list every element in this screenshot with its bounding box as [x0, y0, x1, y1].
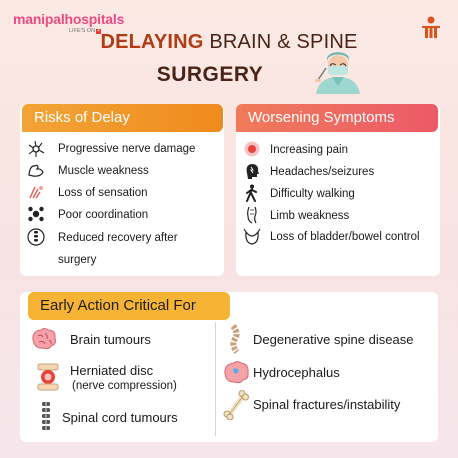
risk-item-muscle-weakness: Muscle weakness — [58, 165, 149, 177]
column-divider — [215, 322, 216, 436]
pain-icon — [244, 141, 260, 157]
worsening-item-increasing-pain: Increasing pain — [270, 144, 348, 156]
risks-card — [20, 104, 224, 276]
surgeon-illustration-icon — [315, 52, 360, 94]
early-item-herniated-disc-note: (nerve compression) — [72, 380, 177, 392]
page-title-line1: DELAYING BRAIN & SPINE — [0, 31, 458, 54]
early-item-hydrocephalus: Hydrocephalus — [253, 365, 340, 380]
early-item-brain-tumours: Brain tumours — [70, 332, 151, 347]
early-item-spinal-cord-tumours: Spinal cord tumours — [62, 410, 178, 425]
risks-heading: Risks of Delay — [22, 104, 223, 132]
title-highlight: DELAYING — [100, 31, 204, 53]
early-item-spinal-fractures: Spinal fractures/instability — [253, 397, 401, 412]
risk-item-loss-of-sensation: Loss of sensation — [58, 187, 148, 199]
headache-icon — [246, 164, 259, 179]
worsening-heading: Worsening Symptoms — [236, 104, 438, 132]
risk-item-reduced-recovery-line2: surgery — [58, 254, 97, 266]
brand-tagline-text: LIFE'S ON — [69, 28, 96, 34]
walking-icon — [246, 184, 257, 202]
worsening-item-bladder-control: Loss of bladder/bowel control — [270, 231, 420, 243]
spinal-cord-icon — [42, 402, 50, 430]
muscle-icon — [28, 164, 44, 177]
brand-logo: manipalhospitals LIFE'S ON+ — [13, 11, 125, 42]
risk-item-poor-coordination: Poor coordination — [58, 209, 149, 221]
sensation-icon — [29, 186, 43, 199]
page-title-line2: SURGERY — [156, 63, 264, 86]
degenerative-spine-icon — [230, 324, 240, 354]
title-rest: BRAIN & SPINE — [209, 31, 358, 53]
bladder-icon — [243, 228, 261, 245]
risk-item-reduced-recovery: Reduced recovery after — [58, 232, 178, 244]
risk-item-nerve-damage: Progressive nerve damage — [58, 143, 196, 155]
worsening-card — [236, 104, 440, 276]
brand-mark-icon — [422, 16, 440, 38]
early-action-heading: Early Action Critical For — [28, 292, 230, 320]
hydrocephalus-icon — [224, 361, 249, 384]
nerve-icon — [28, 140, 45, 157]
limb-icon — [247, 206, 257, 224]
early-item-herniated-disc: Herniated disc — [70, 363, 154, 378]
disc-icon — [37, 363, 59, 391]
brand-name: manipalhospitals — [13, 11, 125, 27]
bone-icon — [223, 390, 249, 420]
spine-recovery-icon — [27, 228, 45, 246]
early-item-degenerative-spine: Degenerative spine disease — [253, 332, 414, 347]
worsening-item-difficulty-walking: Difficulty walking — [270, 188, 355, 200]
brand-tagline: LIFE'S ON+ — [69, 28, 102, 34]
plus-icon: + — [96, 28, 102, 34]
brain-icon — [32, 328, 56, 350]
coordination-icon — [28, 206, 44, 222]
worsening-item-limb-weakness: Limb weakness — [270, 210, 350, 222]
worsening-item-headaches: Headaches/seizures — [270, 166, 375, 178]
